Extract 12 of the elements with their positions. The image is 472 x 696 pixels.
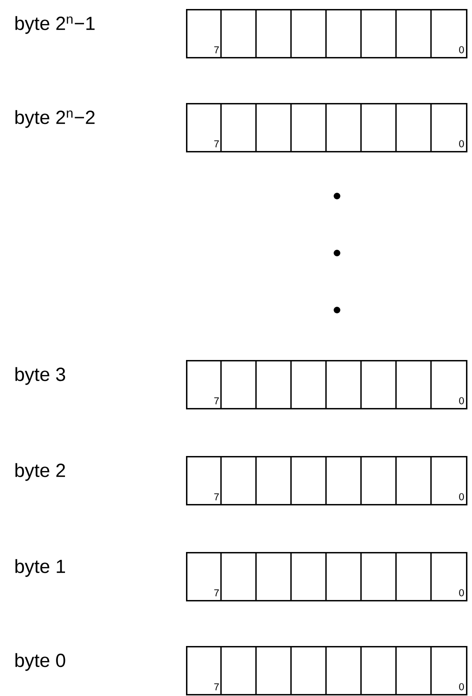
byte-label: byte 0 bbox=[15, 653, 66, 671]
byte-register: 7 0 bbox=[186, 360, 468, 410]
byte-label: byte 2$^{n}$−1 bbox=[15, 16, 95, 34]
byte-register: 7 0 bbox=[186, 9, 468, 58]
byte-register: 7 0 bbox=[186, 103, 468, 152]
byte-label: byte 2$^{n}$−2 bbox=[15, 110, 95, 128]
byte-register: 7 0 bbox=[186, 552, 468, 602]
byte-register: 7 0 bbox=[186, 456, 468, 506]
byte-label: byte 2 bbox=[15, 463, 65, 481]
byte-register: 7 0 bbox=[186, 646, 468, 696]
byte-label: byte 3 bbox=[15, 367, 66, 385]
byte-label: byte 1 bbox=[15, 559, 65, 577]
